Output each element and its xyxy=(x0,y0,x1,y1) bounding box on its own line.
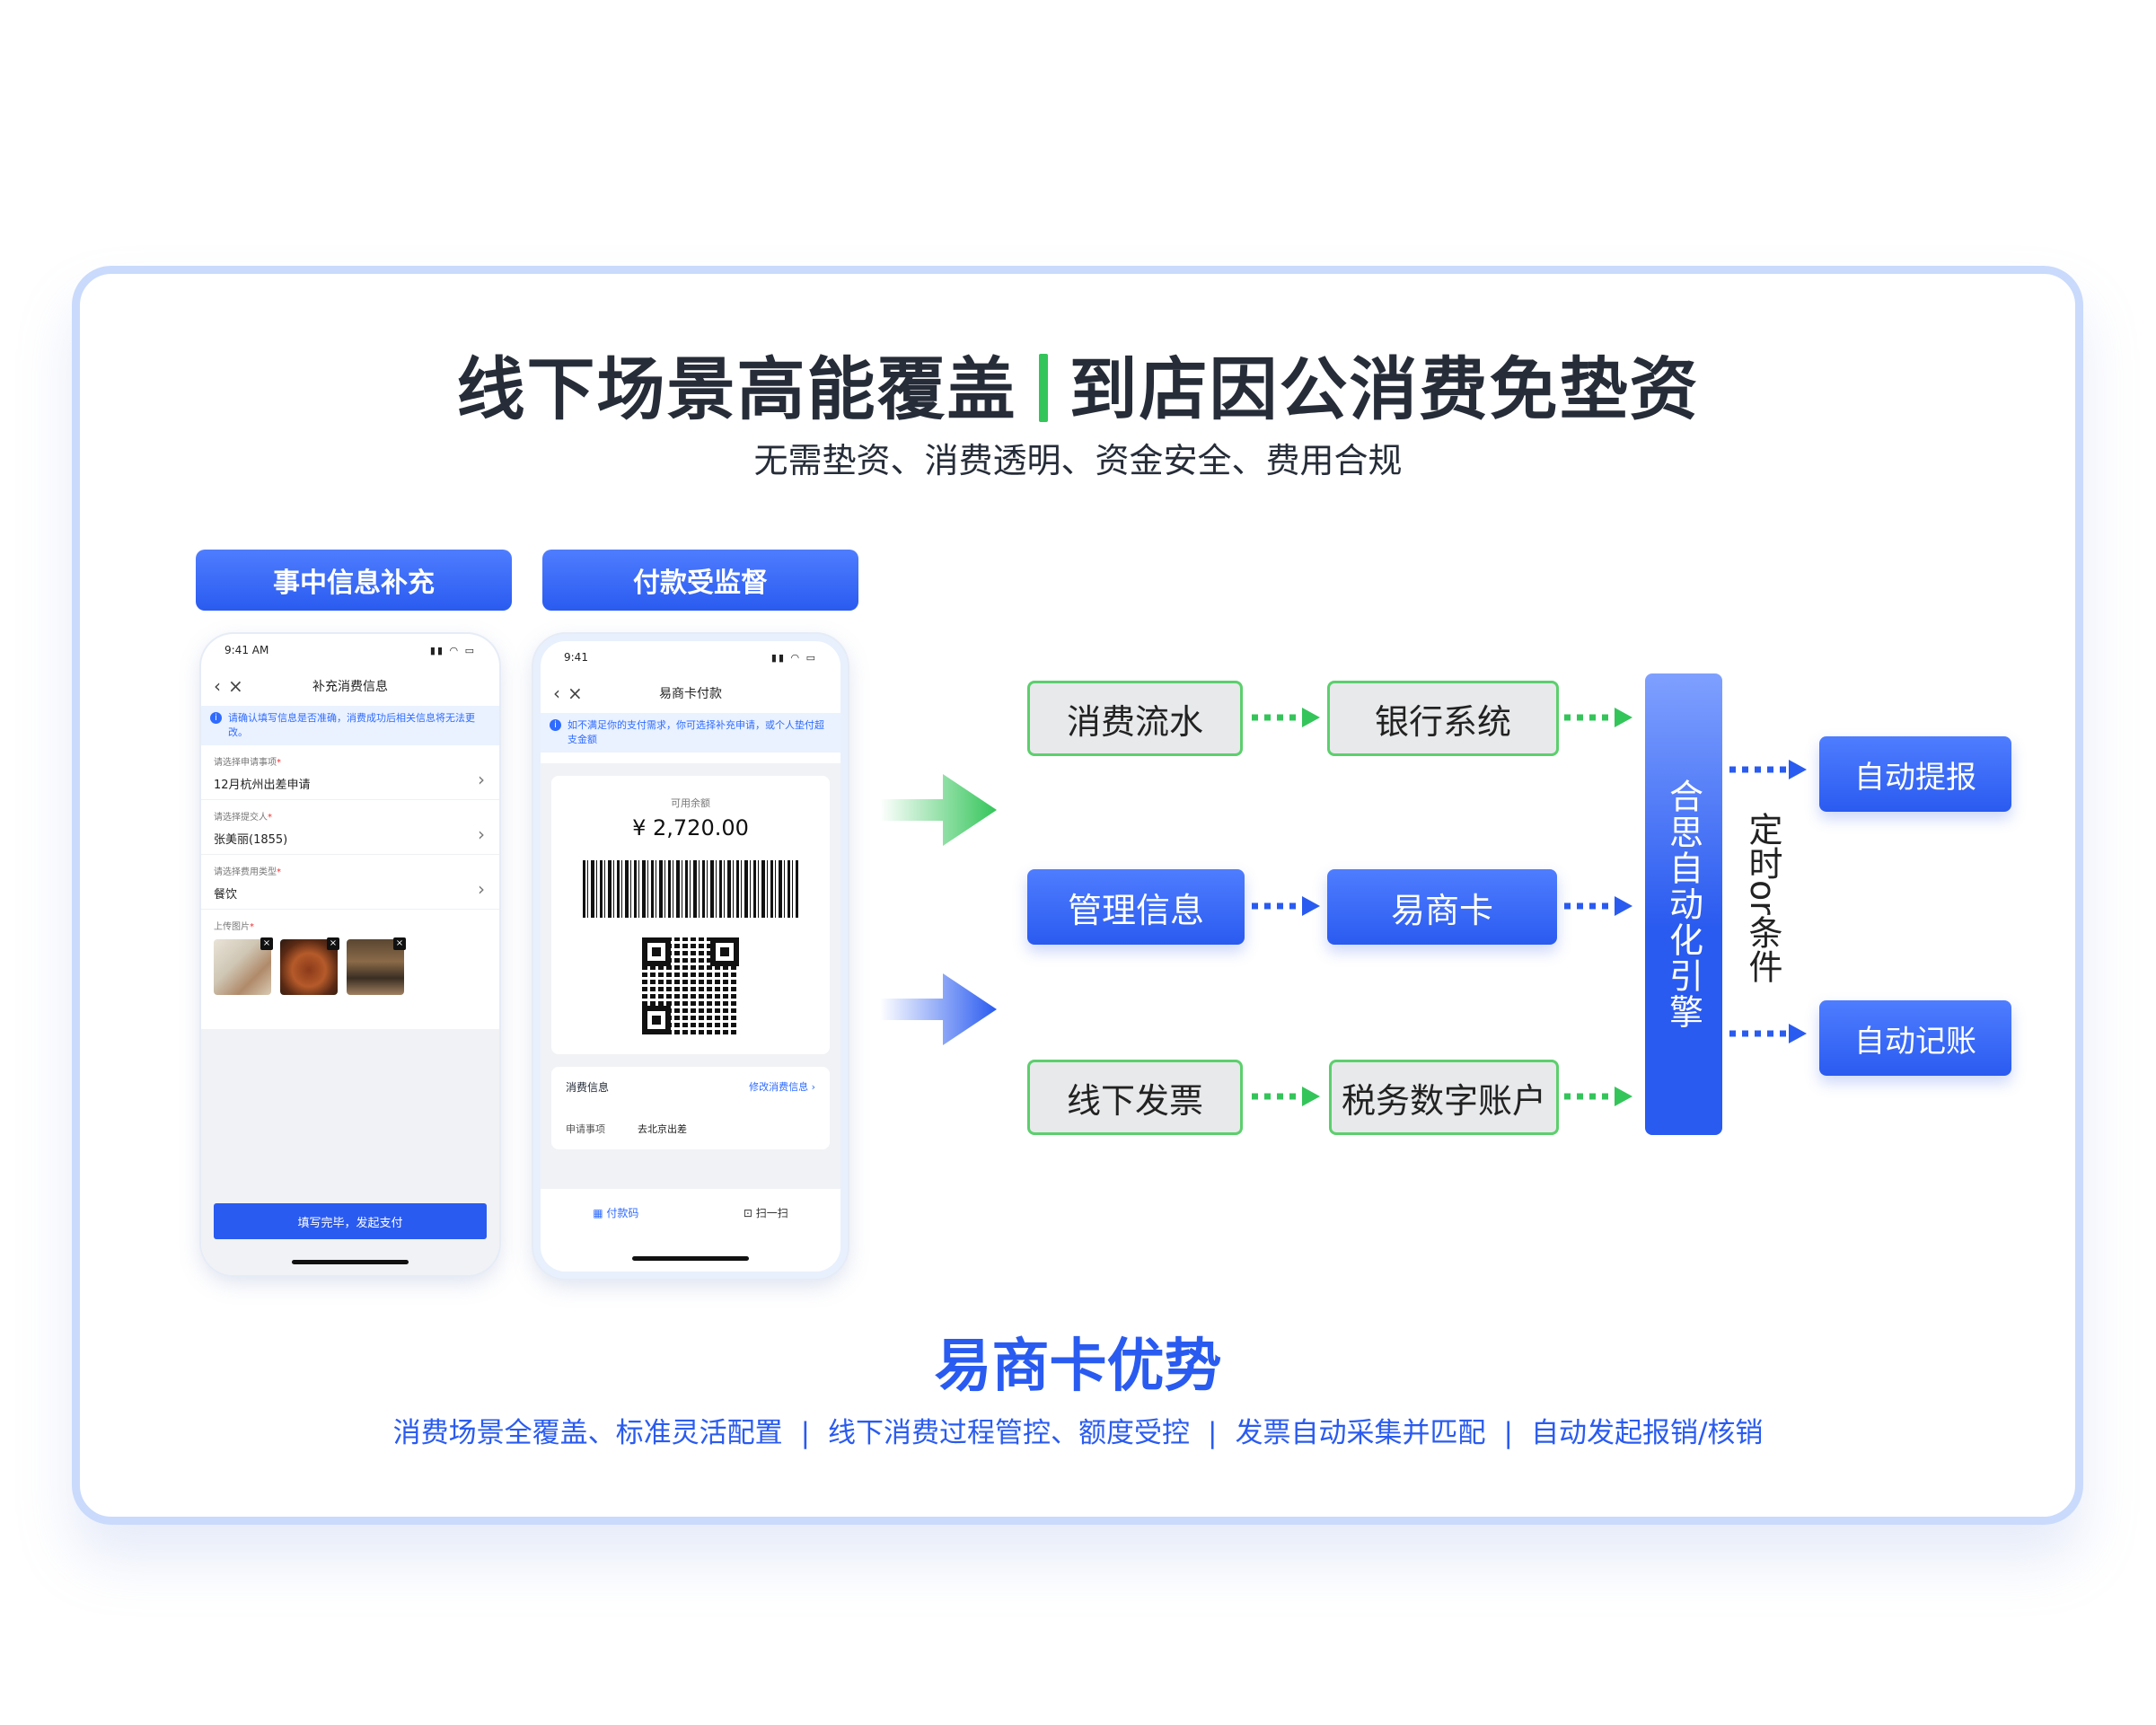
phone-card-payment: 9:41 ▮▮ ◠ ▭ ‹× 易商卡付款 i 如不满足你的支付需求，你可选择补充… xyxy=(533,634,848,1279)
home-indicator xyxy=(292,1260,409,1264)
thumbnail-image[interactable]: × xyxy=(347,937,406,995)
upload-section: 上传图片* × × × xyxy=(201,910,499,1004)
advantage-item: 自动发起报销/核销 xyxy=(1530,1417,1764,1449)
advantage-item: 线下消费过程管控、额度受控 xyxy=(828,1417,1191,1449)
advantage-item: 发票自动采集并匹配 xyxy=(1235,1417,1486,1449)
page-subtitle: 无需垫资、消费透明、资金安全、费用合规 xyxy=(753,441,1403,480)
chevron-left-icon[interactable]: ‹ xyxy=(553,682,568,704)
status-time: 9:41 xyxy=(564,651,588,664)
field-label: 请选择申请事项* xyxy=(214,758,281,768)
qr-finder-pattern xyxy=(642,937,671,966)
chevron-right-icon: › xyxy=(478,823,485,845)
payment-code-card: 可用余额 ¥ 2,720.00 xyxy=(551,776,830,1054)
remove-icon[interactable]: × xyxy=(327,937,339,950)
balance-value: ¥ 2,720.00 xyxy=(632,815,749,840)
advantage-separator: | xyxy=(800,1417,811,1449)
title-left: 线下场景高能覆盖 xyxy=(456,349,1017,429)
chevron-right-icon: › xyxy=(478,878,485,900)
box-bank-system: 银行系统 xyxy=(1327,681,1559,756)
thumbnail-image[interactable]: × xyxy=(280,937,339,995)
submit-pay-button[interactable]: 填写完毕，发起支付 xyxy=(214,1203,487,1239)
trigger-label: 定时or条件 xyxy=(1743,812,1782,983)
box-management-info: 管理信息 xyxy=(1027,869,1245,945)
balance-label: 可用余额 xyxy=(671,797,710,809)
box-auto-submit: 自动提报 xyxy=(1819,736,2011,812)
upload-label: 上传图片* xyxy=(214,922,254,932)
advantages-list: 消费场景全覆盖、标准灵活配置 | 线下消费过程管控、额度受控 | 发票自动采集并匹配 | 自… xyxy=(0,1410,2156,1450)
dotted-arrow-green xyxy=(1564,1087,1632,1106)
info-icon: i xyxy=(550,719,561,731)
signal-wifi-battery-icon: ▮▮ ◠ ▭ xyxy=(429,644,476,656)
field-value: 餐饮 xyxy=(214,888,238,902)
dotted-arrow-blue xyxy=(1564,896,1632,916)
home-indicator xyxy=(632,1256,749,1261)
nav-icons: ‹× xyxy=(553,682,607,704)
notice-banner: i 请确认填写信息是否准确，消费成功后相关信息将无法更改。 xyxy=(201,706,499,745)
thumbnail-image[interactable]: × xyxy=(214,937,273,995)
info-icon: i xyxy=(210,712,222,724)
info-value: 去北京出差 xyxy=(638,1123,687,1135)
title-right: 到店因公消费免垫资 xyxy=(1069,349,1700,429)
dotted-arrow-blue xyxy=(1729,1024,1807,1043)
nav-icons: ‹× xyxy=(214,675,268,697)
field-submitter[interactable]: 请选择提交人* 张美丽(1855) › xyxy=(201,800,499,855)
info-key: 申请事项 xyxy=(566,1123,605,1135)
advantage-item: 消费场景全覆盖、标准灵活配置 xyxy=(392,1417,783,1449)
close-icon[interactable]: × xyxy=(568,682,590,704)
scan-icon: ⊡ xyxy=(743,1207,756,1219)
consumption-info-card: 消费信息 修改消费信息 › 申请事项 去北京出差 xyxy=(551,1067,830,1149)
phone-supplement-info: 9:41 AM ▮▮ ◠ ▭ ‹× 补充消费信息 i 请确认填写信息是否准确，消… xyxy=(201,634,499,1275)
box-yishang-card: 易商卡 xyxy=(1327,869,1557,945)
advantage-separator: | xyxy=(1208,1417,1218,1449)
qr-finder-pattern xyxy=(642,1006,671,1034)
close-icon[interactable]: × xyxy=(228,675,251,697)
notice-banner: i 如不满足你的支付需求，你可选择补充申请，或个人垫付超支金额 xyxy=(541,713,840,752)
status-bar: 9:41 AM ▮▮ ◠ ▭ xyxy=(201,634,499,666)
dotted-arrow-green xyxy=(1564,708,1632,727)
automation-engine: 合思自动化引擎 xyxy=(1645,673,1722,1135)
field-expense-type[interactable]: 请选择费用类型* 餐饮 › xyxy=(201,855,499,910)
chevron-left-icon[interactable]: ‹ xyxy=(214,675,228,697)
thumbnail-list: × × × xyxy=(214,937,487,995)
page-title: 线下场景高能覆盖到店因公消费免垫资 xyxy=(0,334,2156,429)
tag-info-supplement: 事中信息补充 xyxy=(196,550,512,611)
dotted-arrow-green xyxy=(1252,1087,1320,1106)
qr-code[interactable] xyxy=(642,937,739,1034)
field-application[interactable]: 请选择申请事项* 12月杭州出差申请 › xyxy=(201,745,499,800)
tag-payment-supervised: 付款受监督 xyxy=(542,550,858,611)
box-tax-account: 税务数字账户 xyxy=(1329,1060,1559,1135)
big-arrow-green xyxy=(880,774,997,846)
qr-finder-pattern xyxy=(710,937,739,966)
status-time: 9:41 AM xyxy=(224,644,269,656)
notice-text: 请确认填写信息是否准确，消费成功后相关信息将无法更改。 xyxy=(228,712,475,738)
title-divider xyxy=(1038,354,1048,422)
dotted-arrow-blue xyxy=(1252,896,1320,916)
box-auto-bookkeeping: 自动记账 xyxy=(1819,1000,2011,1076)
nav-bar: ‹× 易商卡付款 xyxy=(541,673,840,713)
box-offline-invoice: 线下发票 xyxy=(1027,1060,1243,1135)
signal-wifi-battery-icon: ▮▮ ◠ ▭ xyxy=(770,651,817,664)
dotted-arrow-green xyxy=(1252,708,1320,727)
remove-icon[interactable]: × xyxy=(260,937,273,950)
barcode[interactable] xyxy=(583,860,798,918)
qr-code-icon: ▦ xyxy=(593,1207,607,1219)
info-title: 消费信息 xyxy=(566,1081,610,1094)
advantage-separator: | xyxy=(1503,1417,1513,1449)
status-bar: 9:41 ▮▮ ◠ ▭ xyxy=(541,641,840,673)
chevron-right-icon: › xyxy=(478,769,485,790)
tab-pay-code[interactable]: ▦ 付款码 xyxy=(593,1207,639,1219)
field-label: 请选择费用类型* xyxy=(214,867,281,877)
field-value: 12月杭州出差申请 xyxy=(214,779,311,792)
notice-text: 如不满足你的支付需求，你可选择补充申请，或个人垫付超支金额 xyxy=(568,719,824,745)
advantages-title: 易商卡优势 xyxy=(934,1333,1222,1400)
field-value: 张美丽(1855) xyxy=(214,833,288,847)
nav-bar: ‹× 补充消费信息 xyxy=(201,666,499,706)
box-consumption-flow: 消费流水 xyxy=(1027,681,1243,756)
edit-info-link[interactable]: 修改消费信息 › xyxy=(749,1081,815,1093)
dotted-arrow-blue xyxy=(1729,760,1807,779)
remove-icon[interactable]: × xyxy=(393,937,406,950)
big-arrow-blue xyxy=(880,973,997,1045)
tab-scan[interactable]: ⊡ 扫一扫 xyxy=(743,1207,788,1219)
field-label: 请选择提交人* xyxy=(214,813,272,823)
